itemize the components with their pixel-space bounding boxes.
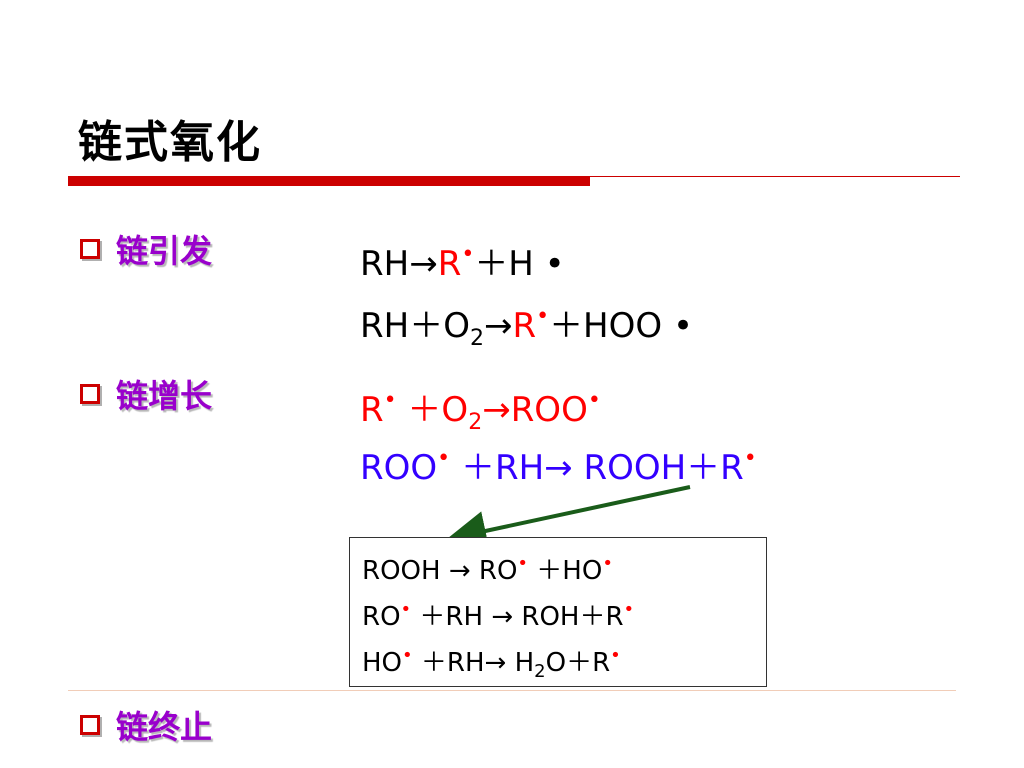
box-equation-2: RO• ＋RH → ROH＋R• <box>362 599 635 633</box>
propagation-equation-1: R• ＋O2→ROO• <box>360 388 601 435</box>
bullet-label: 链终止 <box>116 708 213 746</box>
title-underline-thin <box>590 176 960 177</box>
checkbox-square-icon <box>80 384 100 404</box>
bullet-label: 链增长 <box>116 377 213 415</box>
bullet-termination: 链终止 <box>80 702 212 748</box>
initiation-equation-1: RH→R•＋H • <box>360 242 565 285</box>
bullet-initiation: 链引发 <box>80 226 212 272</box>
checkbox-square-icon <box>80 239 100 259</box>
initiation-equation-2: RH＋O2→R•＋HOO • <box>360 304 694 351</box>
propagation-equation-2: ROO• ＋RH→ ROOH＋R• <box>360 446 757 489</box>
title-underline-thick <box>68 176 590 186</box>
bullet-label: 链引发 <box>116 232 213 270</box>
decomposition-box: ROOH → RO• ＋HO• RO• ＋RH → ROH＋R• HO• ＋RH… <box>349 537 767 687</box>
page-title: 链式氧化 <box>78 117 262 168</box>
bullet-propagation: 链增长 <box>80 371 212 417</box>
bottom-divider <box>68 690 956 691</box>
box-equation-1: ROOH → RO• ＋HO• <box>362 553 613 587</box>
checkbox-square-icon <box>80 715 100 735</box>
box-equation-3: HO• ＋RH→ H2O＋R• <box>362 645 621 682</box>
